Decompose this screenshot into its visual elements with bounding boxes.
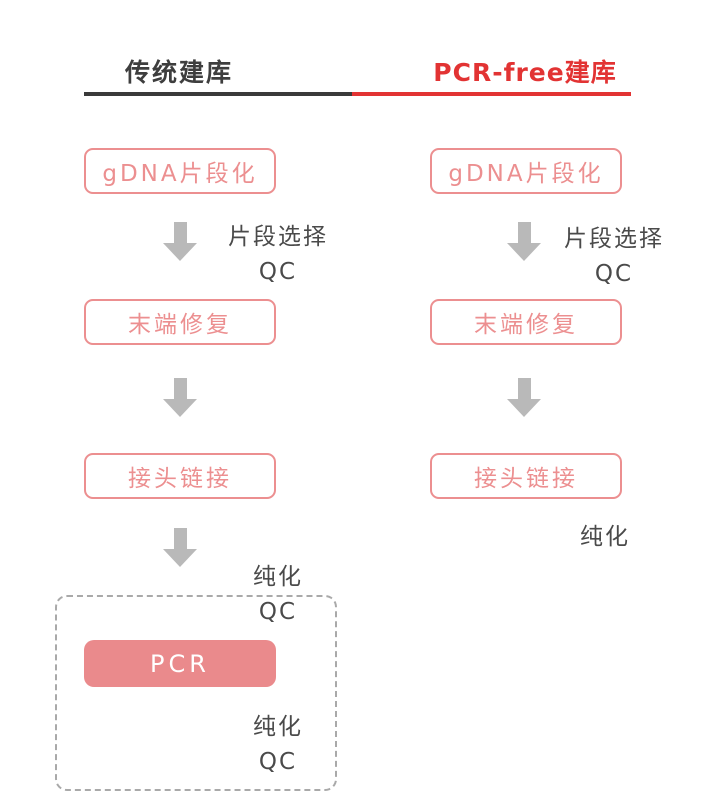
- arrow-stem: [173, 528, 187, 549]
- right-step-end-repair: 末端修复: [430, 299, 622, 345]
- arrow-stem: [173, 378, 187, 399]
- left-step1-note: 片段选择 QC: [218, 220, 338, 290]
- down-arrow-icon: [163, 528, 197, 567]
- down-arrow-icon: [163, 222, 197, 261]
- arrow-stem: [517, 378, 531, 399]
- note-line: QC: [258, 599, 298, 625]
- arrow-stem: [517, 222, 531, 243]
- right-column-title: PCR-free建库: [433, 58, 617, 87]
- note-line: QC: [258, 749, 298, 775]
- arrow-stem: [173, 222, 187, 243]
- note-line: QC: [258, 259, 298, 285]
- down-arrow-icon: [507, 222, 541, 261]
- arrow-head: [507, 243, 541, 261]
- right-step-adapter-ligation: 接头链接: [430, 453, 622, 499]
- right-title-underline: [352, 92, 631, 96]
- note-line: 纯化: [253, 564, 303, 590]
- down-arrow-icon: [163, 378, 197, 417]
- arrow-head: [163, 549, 197, 567]
- right-step3-note: 纯化: [580, 524, 630, 550]
- left-column-title: 传统建库: [124, 58, 233, 87]
- arrow-head: [507, 399, 541, 417]
- right-step1-note: 片段选择 QC: [554, 222, 674, 292]
- left-step-end-repair: 末端修复: [84, 299, 276, 345]
- note-line: QC: [594, 261, 634, 287]
- note-line: 片段选择: [564, 226, 664, 252]
- left-title-underline: [84, 92, 352, 96]
- pcr-optional-region: [55, 595, 337, 791]
- arrow-head: [163, 243, 197, 261]
- right-step-gdna-fragmentation: gDNA片段化: [430, 148, 622, 194]
- down-arrow-icon: [507, 378, 541, 417]
- note-line: 片段选择: [228, 224, 328, 250]
- pcr-step-box: PCR: [84, 640, 276, 687]
- left-step-adapter-ligation: 接头链接: [84, 453, 276, 499]
- left-step3-note: 纯化 QC: [218, 560, 338, 630]
- note-line: 纯化: [253, 714, 303, 740]
- arrow-head: [163, 399, 197, 417]
- pcr-note: 纯化 QC: [218, 710, 338, 780]
- left-step-gdna-fragmentation: gDNA片段化: [84, 148, 276, 194]
